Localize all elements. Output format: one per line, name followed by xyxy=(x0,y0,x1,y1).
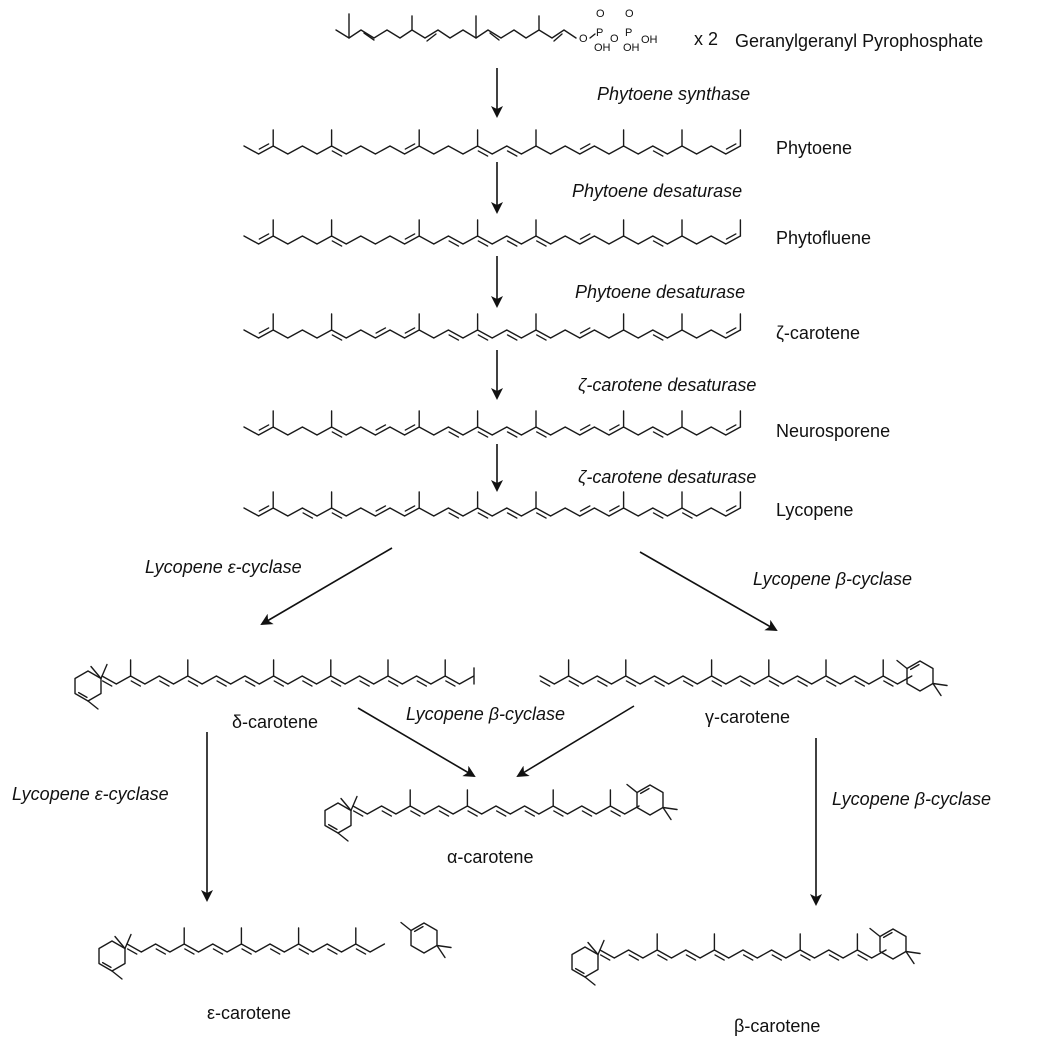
phytoene-label: Phytoene xyxy=(776,138,852,158)
enzyme-phytoene-synthase: Phytoene synthase xyxy=(597,84,750,104)
beta-carotene-structure xyxy=(571,927,921,986)
enzyme-lycopene-beta-cyclase-top: Lycopene β-cyclase xyxy=(753,569,912,589)
ggpp-multiplier: x 2 xyxy=(694,29,718,49)
phosphate-o2: O xyxy=(596,8,605,20)
lycopene-label: Lycopene xyxy=(776,500,853,520)
enzyme-zeta-desaturase-2: ζ-carotene desaturase xyxy=(578,467,756,487)
delta-carotene-structure xyxy=(74,659,475,710)
phosphate-oh1: OH xyxy=(594,42,611,54)
cyclic-carotenoid-structures xyxy=(74,659,948,986)
arrow-gamma-to-alpha xyxy=(516,705,635,778)
ggpp-structure: O P O OH O P O OH OH xyxy=(335,8,658,54)
enzyme-phytoene-desaturase-2: Phytoene desaturase xyxy=(575,282,745,302)
lycopene-structure xyxy=(243,491,742,519)
neurosporene-label: Neurosporene xyxy=(776,421,890,441)
zeta-carotene-structure xyxy=(243,313,742,341)
ggpp-label: Geranylgeranyl Pyrophosphate xyxy=(735,31,983,51)
gamma-carotene-structure xyxy=(539,659,948,697)
zeta-carotene-label: ζ-carotene xyxy=(776,323,860,343)
phytoene-structure xyxy=(243,129,742,157)
alpha-carotene-label: α-carotene xyxy=(447,847,533,867)
epsilon-carotene-label: ε-carotene xyxy=(207,1003,291,1023)
phytofluene-label: Phytofluene xyxy=(776,228,871,248)
enzyme-phytoene-desaturase-1: Phytoene desaturase xyxy=(572,181,742,201)
enzyme-lycopene-epsilon-cyclase-top: Lycopene ε-cyclase xyxy=(145,557,302,577)
enzyme-zeta-desaturase-1: ζ-carotene desaturase xyxy=(578,375,756,395)
enzyme-lycopene-beta-cyclase-mid: Lycopene β-cyclase xyxy=(406,704,565,724)
arrow-delta-to-alpha xyxy=(357,707,476,778)
phosphate-oh2: OH xyxy=(623,42,640,54)
phosphate-o1: O xyxy=(579,33,588,45)
gamma-carotene-label: γ-carotene xyxy=(705,707,790,727)
enzyme-lycopene-beta-cyclase-right: Lycopene β-cyclase xyxy=(832,789,991,809)
phosphate-p1: P xyxy=(596,27,603,39)
epsilon-carotene-structure xyxy=(98,921,452,980)
delta-carotene-label: δ-carotene xyxy=(232,712,318,732)
phosphate-p2: P xyxy=(625,27,632,39)
arrow-lycopene-to-delta xyxy=(260,547,393,626)
phosphate-o4: O xyxy=(625,8,634,20)
phosphate-oh3: OH xyxy=(641,34,658,46)
beta-carotene-label: β-carotene xyxy=(734,1016,820,1036)
phosphate-o3: O xyxy=(610,33,619,45)
alpha-carotene-structure xyxy=(324,783,678,842)
neurosporene-structure xyxy=(243,410,742,438)
enzyme-lycopene-epsilon-cyclase-left: Lycopene ε-cyclase xyxy=(12,784,169,804)
arrow-lycopene-to-gamma xyxy=(639,551,778,631)
phytofluene-structure xyxy=(243,219,742,247)
linear-carotenoid-structures xyxy=(243,129,742,519)
